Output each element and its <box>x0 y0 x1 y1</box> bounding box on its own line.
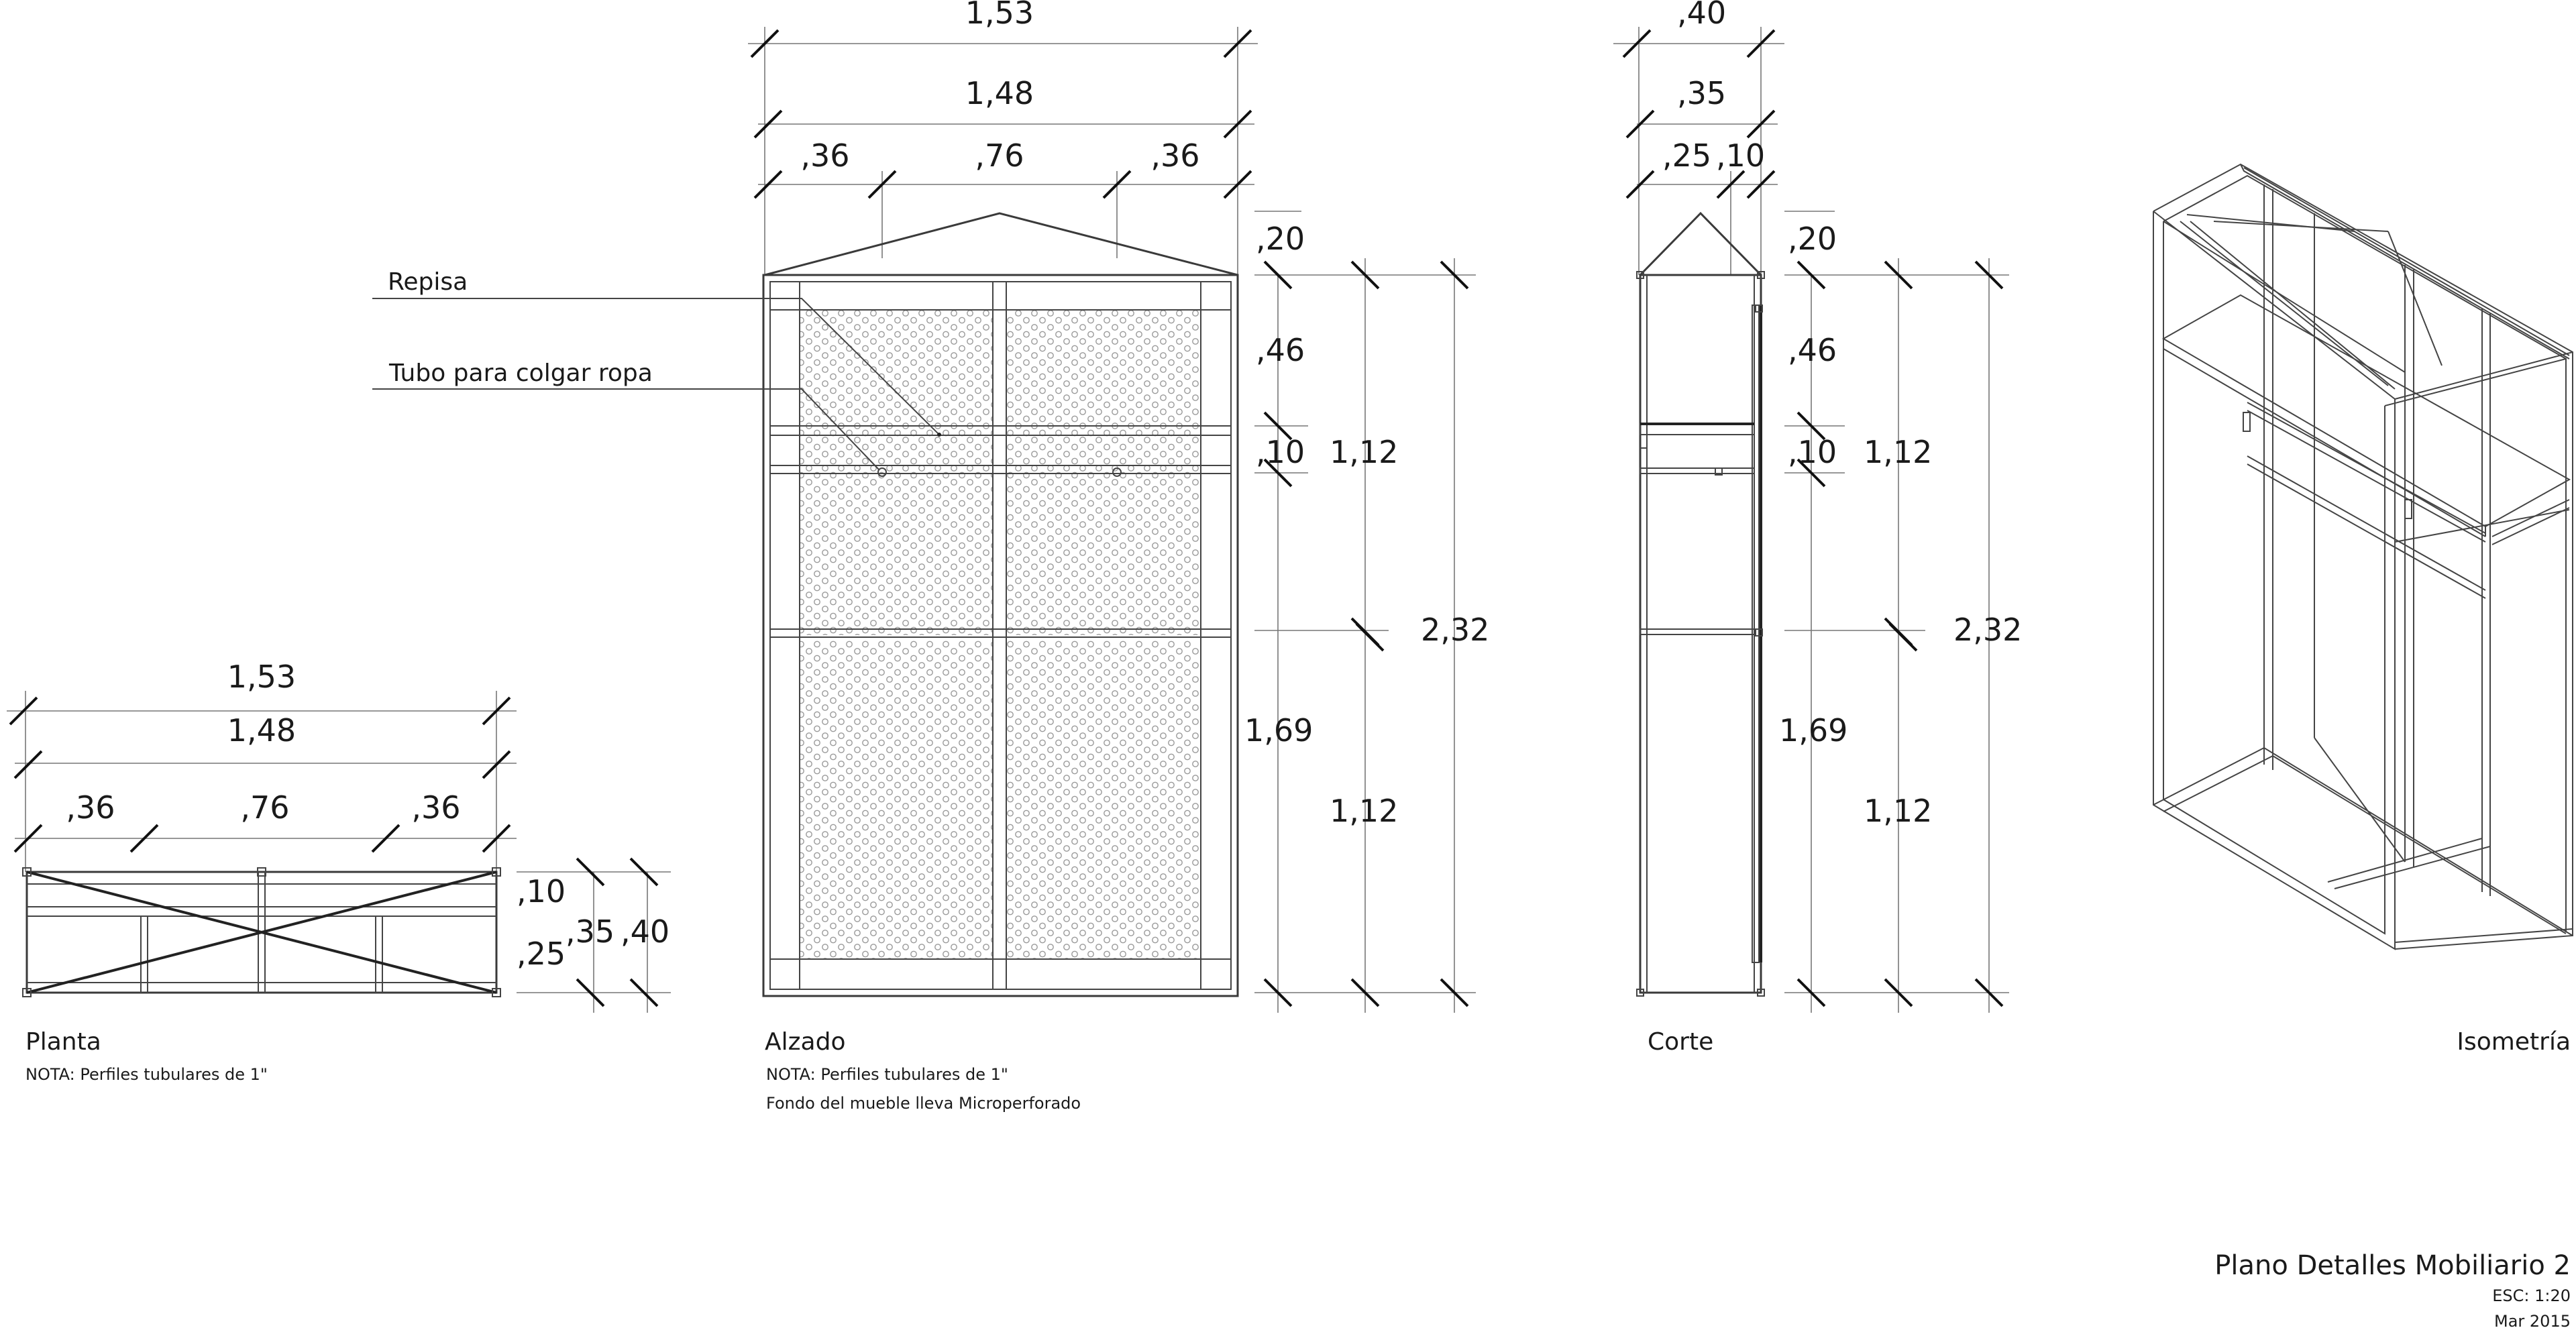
drawing-scale: ESC: 1:20 <box>2492 1286 2571 1305</box>
drawing-title: Plano Detalles Mobiliario 2 <box>2214 1250 2571 1281</box>
plan-cross-b <box>26 871 497 994</box>
title-block: Plano Detalles Mobiliario 2 ESC: 1:20 Ma… <box>2214 1250 2571 1330</box>
plan-dim-right: ,36 <box>411 789 460 826</box>
elev-dim-roof: ,20 <box>1256 221 1305 257</box>
elevation-note-1: NOTA: Perfiles tubulares de 1" <box>766 1065 1008 1084</box>
plan-dimension-lines <box>7 691 517 872</box>
isometric-shelf <box>2161 294 2571 528</box>
section-hanging-rod <box>1715 467 1723 476</box>
section-roof <box>1639 211 1762 276</box>
section-dim-total-height: 2,32 <box>1953 612 2022 648</box>
elevation-view: 1,53 1,48 ,36 ,76 ,36 Repisa Tubo para <box>372 0 1489 1113</box>
section-title: Corte <box>1648 1028 1713 1056</box>
isometric-frame <box>2153 163 2573 950</box>
plan-dim-total-inner: 1,48 <box>227 712 296 749</box>
elevation-roof <box>764 212 1238 276</box>
elev-dim-center: ,76 <box>975 137 1024 174</box>
elev-dim-left: ,36 <box>800 137 849 174</box>
section-dim-lower: 1,69 <box>1779 712 1847 749</box>
elev-dim-upper-half: 1,12 <box>1330 434 1398 470</box>
leader-repisa <box>372 298 940 435</box>
section-dim-inner: ,35 <box>1677 75 1726 111</box>
section-dim-b: ,10 <box>1716 137 1765 174</box>
elevation-note-2: Fondo del mueble lleva Microperforado <box>766 1094 1081 1113</box>
elev-dim-total-inner: 1,48 <box>965 75 1034 111</box>
label-tubo: Tubo para colgar ropa <box>388 359 653 387</box>
elevation-hanging-rod <box>769 465 1232 474</box>
microperforated-panel-bottom-right <box>1006 641 1201 959</box>
section-dim-rod: ,10 <box>1788 434 1837 470</box>
plan-outline <box>25 871 498 994</box>
section-dim-a: ,25 <box>1662 137 1711 174</box>
plan-title: Planta <box>25 1028 101 1056</box>
plan-dim-depth-b: ,25 <box>517 936 566 972</box>
elevation-shelf <box>769 425 1232 436</box>
elev-dim-shelf: ,46 <box>1256 332 1305 368</box>
leader-tubo <box>372 388 879 470</box>
plan-dim-depth-inner: ,35 <box>566 913 614 950</box>
microperforated-panel-top-right <box>1006 310 1201 635</box>
section-top-dims <box>1613 27 1784 275</box>
isometric-title: Isometría <box>2457 1028 2571 1056</box>
section-view: ,40 ,35 ,25 ,10 <box>1613 0 2022 1056</box>
elevation-frame <box>762 274 1239 997</box>
plan-view: 1,53 1,48 ,36 ,76 ,36 <box>7 659 671 1084</box>
elev-dim-lower-half: 1,12 <box>1330 793 1398 829</box>
elev-dim-total-height: 2,32 <box>1421 612 1489 648</box>
elev-dim-right: ,36 <box>1150 137 1199 174</box>
plan-dim-total-outer: 1,53 <box>227 659 296 695</box>
drawing-date: Mar 2015 <box>2494 1312 2571 1330</box>
elevation-title: Alzado <box>765 1028 845 1056</box>
section-dim-lower-half: 1,12 <box>1864 793 1932 829</box>
section-rod-rail <box>1640 467 1755 474</box>
elev-dim-lower: 1,69 <box>1244 712 1313 749</box>
microperforated-panel-top-left <box>800 310 993 635</box>
elev-dim-rod: ,10 <box>1256 434 1305 470</box>
label-repisa: Repisa <box>388 268 468 296</box>
plan-dim-left: ,36 <box>66 789 115 826</box>
section-side-dims <box>1784 211 2009 1013</box>
elevation-mid-rail <box>769 628 1232 638</box>
section-shelf <box>1640 423 1755 435</box>
section-dim-upper-half: 1,12 <box>1864 434 1932 470</box>
microperforated-panel-bottom-left <box>800 641 993 959</box>
section-dim-outer: ,40 <box>1677 0 1726 31</box>
elevation-side-dims <box>1254 211 1476 1013</box>
plan-dim-depth-outer: ,40 <box>621 913 669 950</box>
plan-note: NOTA: Perfiles tubulares de 1" <box>25 1065 268 1084</box>
plan-depth-dims <box>517 857 671 1013</box>
isometric-view: Isometría <box>2153 163 2573 1056</box>
section-dim-roof: ,20 <box>1788 221 1837 257</box>
plan-dim-center: ,76 <box>240 789 289 826</box>
elev-dim-total-outer: 1,53 <box>965 0 1034 31</box>
plan-dim-depth-a: ,10 <box>517 873 566 909</box>
section-dim-shelf: ,46 <box>1788 332 1837 368</box>
